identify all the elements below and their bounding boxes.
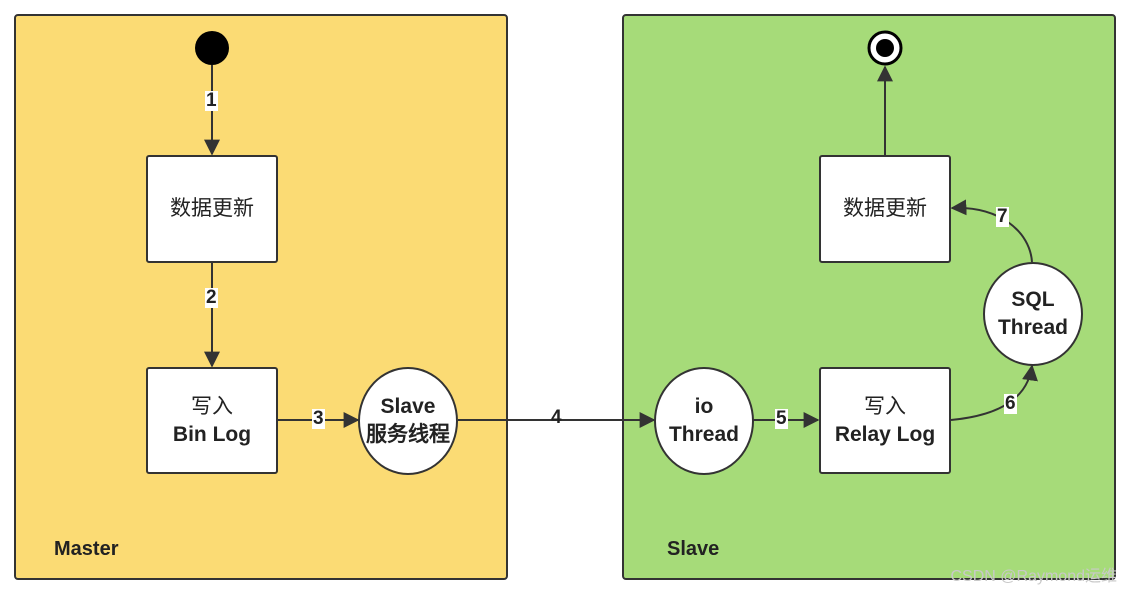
watermark: CSDN @Raymond运维 [950,568,1117,585]
slave-service-thread: Slave 服务线程 [358,367,458,475]
binlog-box: 写入 Bin Log [146,367,278,474]
slave-update-box: 数据更新 [819,155,951,263]
sql-thread: SQL Thread [983,262,1083,366]
step-label-6: 6 [1004,393,1017,414]
step-label-7: 7 [996,206,1009,227]
master-update-box: 数据更新 [146,155,278,263]
sql-thread-line2: Thread [997,316,1068,339]
io-thread-line2: Thread [668,423,739,446]
io-thread: io Thread [654,367,754,475]
binlog-line2: Bin Log [172,422,252,446]
master-update-label: 数据更新 [170,197,254,220]
step-label-5: 5 [775,408,788,429]
step-label-1: 1 [205,90,218,111]
relaylog-box: 写入 Relay Log [819,367,951,474]
step-label-3: 3 [312,408,325,429]
arrow-7 [950,199,1033,263]
slave-label: Slave [667,538,720,560]
binlog-line1: 写入 [191,394,233,418]
slave-service-line2: 服务线程 [366,423,450,446]
arrow-6 [950,364,1038,421]
master-label: Master [54,538,119,560]
master-panel [14,14,508,580]
step-label-2: 2 [205,287,218,308]
sql-thread-line1: SQL [1011,288,1055,311]
io-thread-line1: io [694,395,714,418]
slave-service-line1: Slave [380,395,436,418]
step-label-4: 4 [551,407,562,428]
relaylog-line2: Relay Log [834,422,936,446]
slave-update-label: 数据更新 [843,197,927,220]
relaylog-line1: 写入 [864,394,906,418]
start-node [195,31,229,65]
